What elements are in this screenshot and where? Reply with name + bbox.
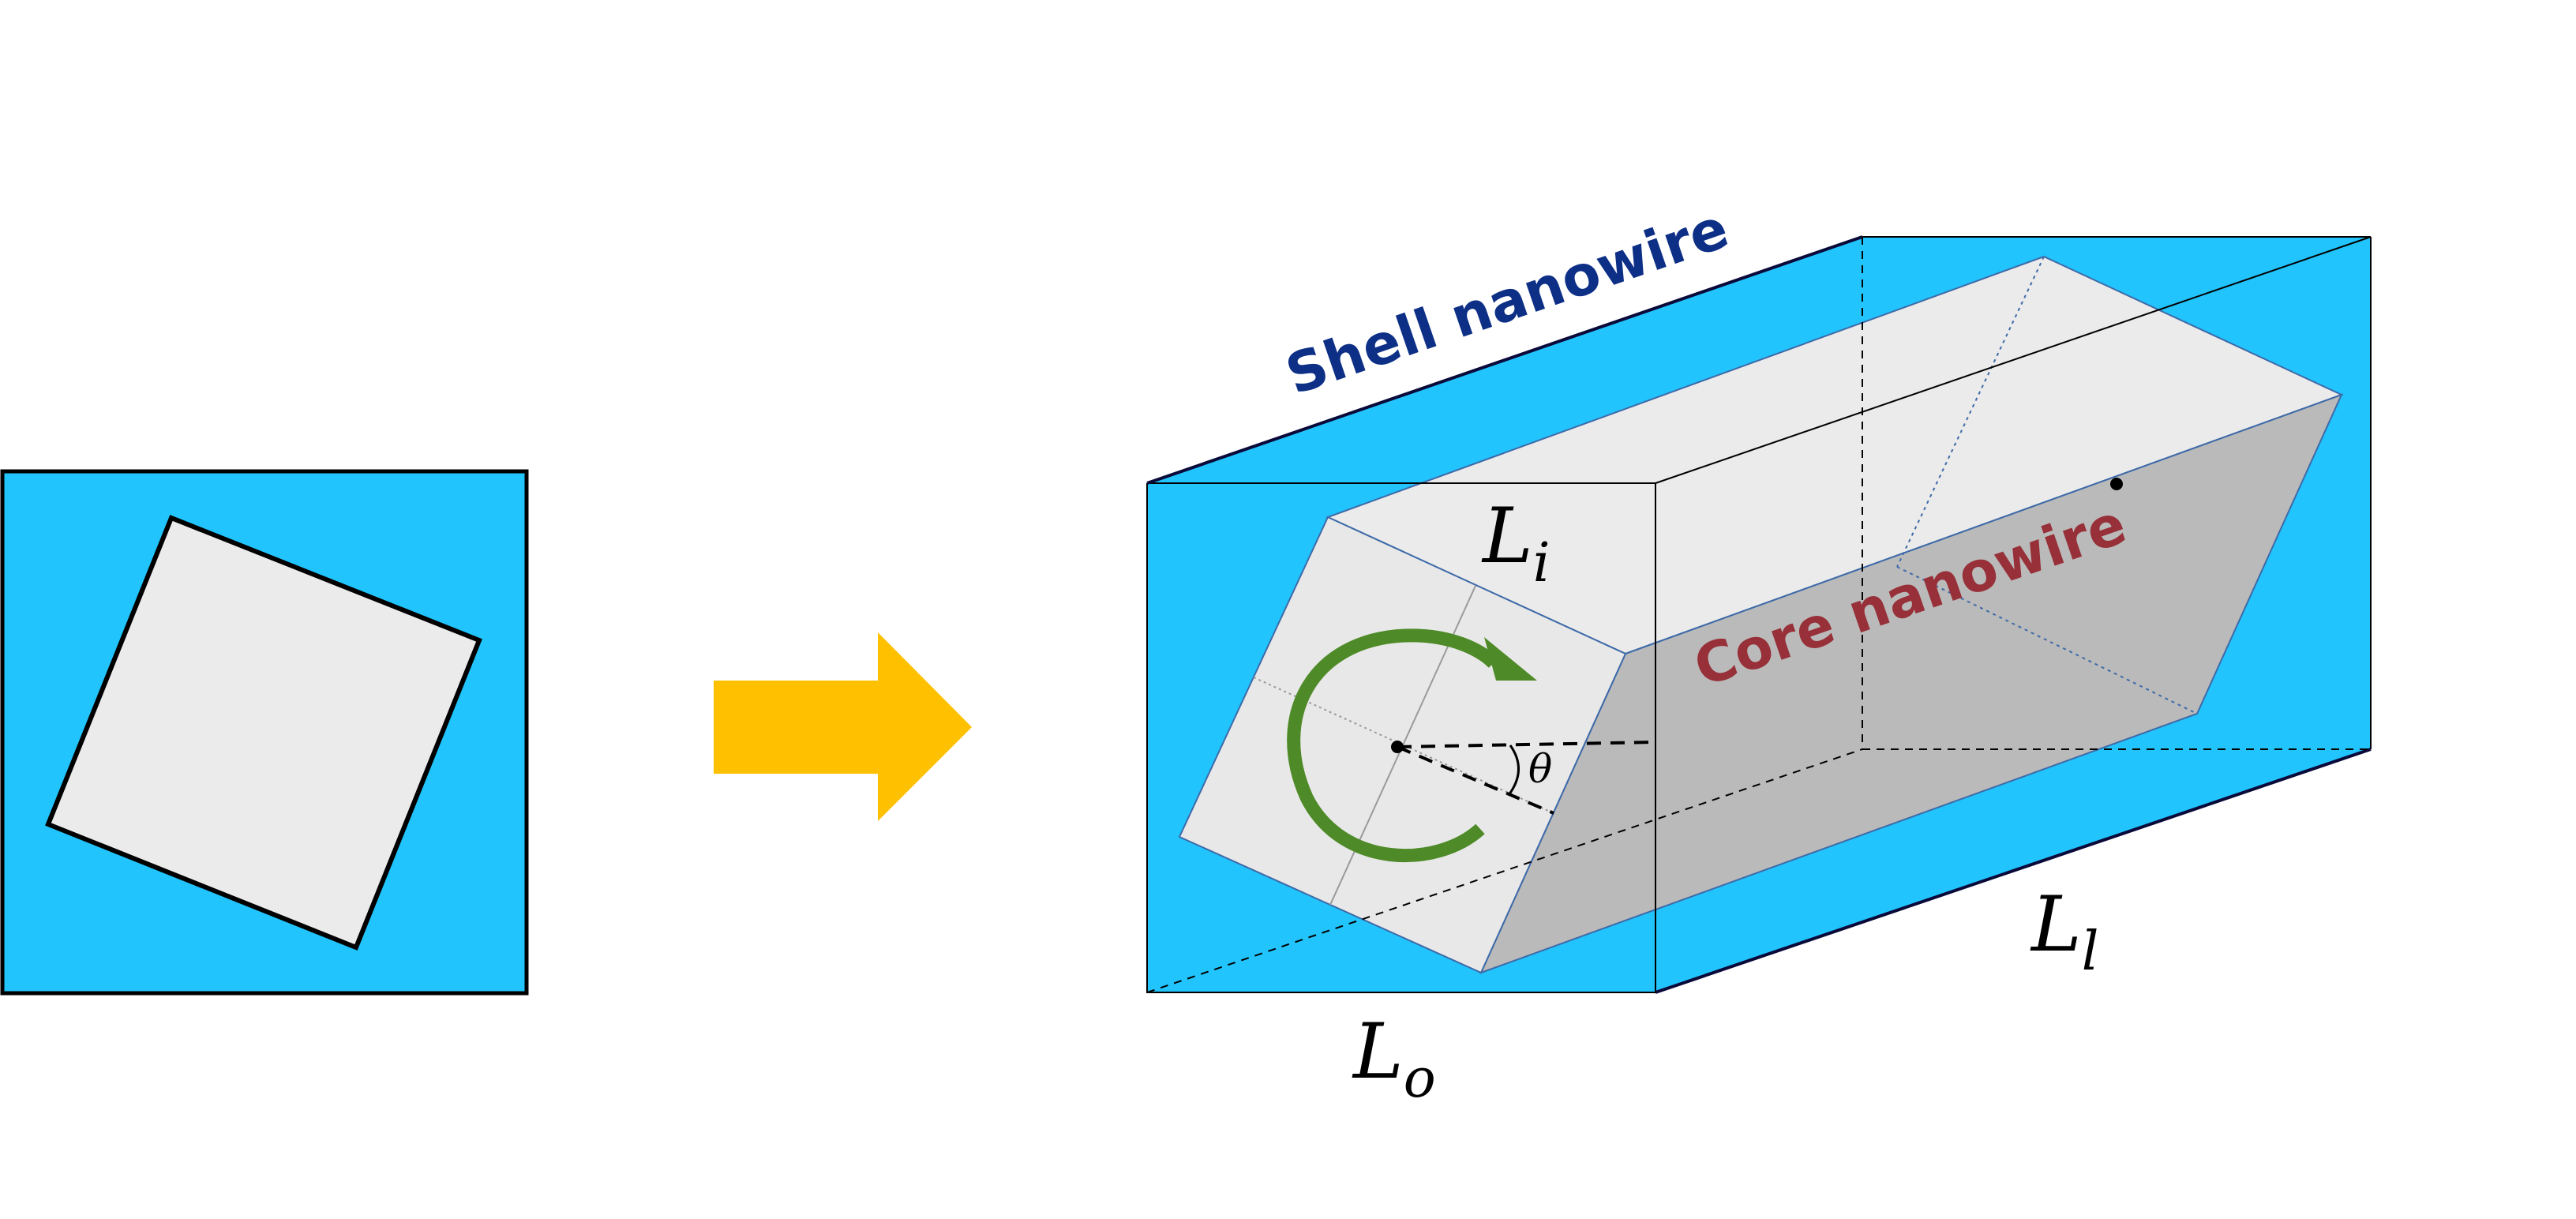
core-end-center	[2110, 478, 2123, 490]
shell-outer-edges	[1146, 235, 2372, 994]
core-hidden-edges	[1896, 256, 2198, 715]
shell-edges	[1146, 236, 2372, 993]
shell-hidden-edges	[1146, 237, 2371, 993]
right-arrow-icon	[714, 632, 972, 821]
label-L-o: Lo	[1352, 1007, 1436, 1110]
core-cross-section	[45, 515, 482, 951]
rotation-angle	[1397, 741, 1656, 815]
reference-line	[1397, 741, 1656, 748]
label-L-i: Li	[1481, 492, 1550, 594]
label-theta: θ	[1528, 746, 1552, 792]
nanowire-3d	[1146, 235, 2372, 994]
theta-arc	[1507, 745, 1520, 796]
cross-section	[0, 469, 529, 996]
rotation-arrow-icon	[1287, 628, 1499, 863]
rotation-center	[1391, 741, 1404, 753]
rotation-arrowhead-icon	[1484, 637, 1537, 681]
label-L-l: Ll	[2030, 880, 2099, 983]
rotated-line	[1397, 745, 1554, 815]
